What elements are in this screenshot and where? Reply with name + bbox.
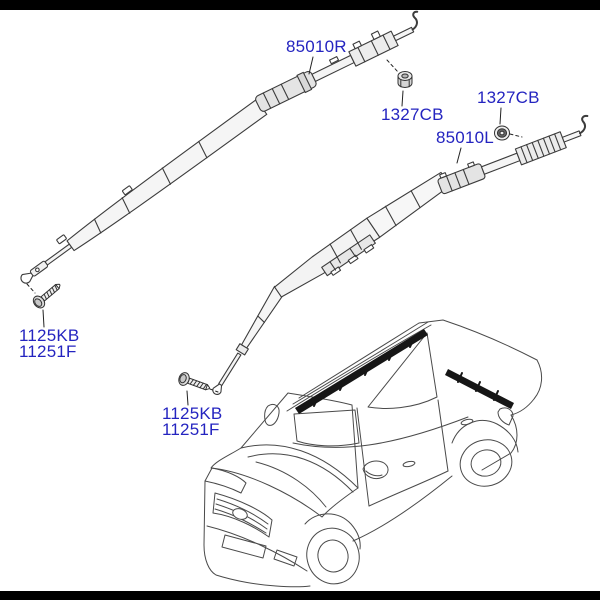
mount-tab (329, 56, 340, 65)
side-mirror-near (264, 403, 280, 426)
tail-light (497, 407, 514, 426)
mounting-grommet-drawing (494, 125, 510, 141)
callout-curtain-left[interactable]: 85010L (436, 128, 494, 147)
front-bumper (203, 480, 311, 588)
letterbox-bottom-bar (0, 591, 600, 600)
bracket-stud (370, 30, 381, 41)
end-hook (579, 114, 589, 135)
curtain-airbag-left-assembly (212, 114, 589, 395)
mount-tab (56, 234, 67, 245)
bracket-tab (363, 244, 375, 254)
lower-intake (221, 534, 267, 559)
grille (212, 492, 273, 538)
airbag-band-near-rail (295, 329, 428, 414)
inflator-cylinder (437, 163, 486, 195)
near-roof-rail (286, 324, 432, 412)
bracket-stud (352, 40, 362, 50)
mounting-bolt-mid-drawing (178, 372, 211, 391)
rocker-sill (352, 475, 453, 542)
b-pillar (356, 407, 370, 507)
callout-bolt-left[interactable]: 1125KB 11251F (19, 326, 80, 361)
end-hook (411, 10, 419, 31)
callout-bolt-mid-line1: 1125KB (162, 404, 223, 423)
belt-line (292, 416, 469, 448)
fog-lamp (273, 549, 298, 567)
bracket-tab (347, 254, 359, 265)
mounting-nut-drawing (397, 71, 413, 88)
strap (218, 352, 242, 387)
side-mirror-far (362, 460, 389, 480)
strap (44, 243, 73, 266)
letterbox-top-bar (0, 0, 600, 10)
callout-nut-upper[interactable]: 1327CB (381, 105, 444, 124)
bag-tube (480, 152, 521, 175)
front-wheel (306, 527, 360, 585)
callout-bolt-mid-line2: 11251F (162, 419, 220, 439)
mount-tab (439, 172, 448, 179)
vehicle-illustration (203, 319, 542, 588)
callout-curtain-right[interactable]: 85010R (286, 37, 347, 56)
callout-bolt-left-line1: 1125KB (19, 326, 80, 345)
mounting-bolt-left-drawing (32, 283, 61, 309)
mount-tab (467, 161, 476, 168)
curtain-airbag-right-assembly (20, 10, 419, 284)
rear-door-glass (367, 332, 438, 409)
callout-bolt-left-line2: 11251F (19, 341, 77, 361)
roof-outline (298, 319, 538, 399)
anchor-hook (20, 272, 34, 284)
callout-leader-lines (26, 56, 523, 406)
airbag-band-far-rail (445, 369, 514, 409)
callout-bolt-mid[interactable]: 1125KB 11251F (162, 404, 223, 439)
tailgate (510, 359, 542, 416)
rear-wheel (459, 439, 513, 487)
door-handle (402, 460, 416, 468)
brand-badge (232, 508, 248, 520)
callout-grommet-right[interactable]: 1327CB (477, 88, 540, 107)
folded-bag-tube (66, 99, 268, 252)
hood (210, 447, 359, 518)
folded-bag-tube (274, 217, 381, 298)
rear-bumper (481, 414, 518, 471)
front-door-glass (293, 409, 360, 447)
headlight (204, 467, 247, 494)
mount-tab (122, 185, 133, 196)
anchor-hook (212, 383, 223, 395)
